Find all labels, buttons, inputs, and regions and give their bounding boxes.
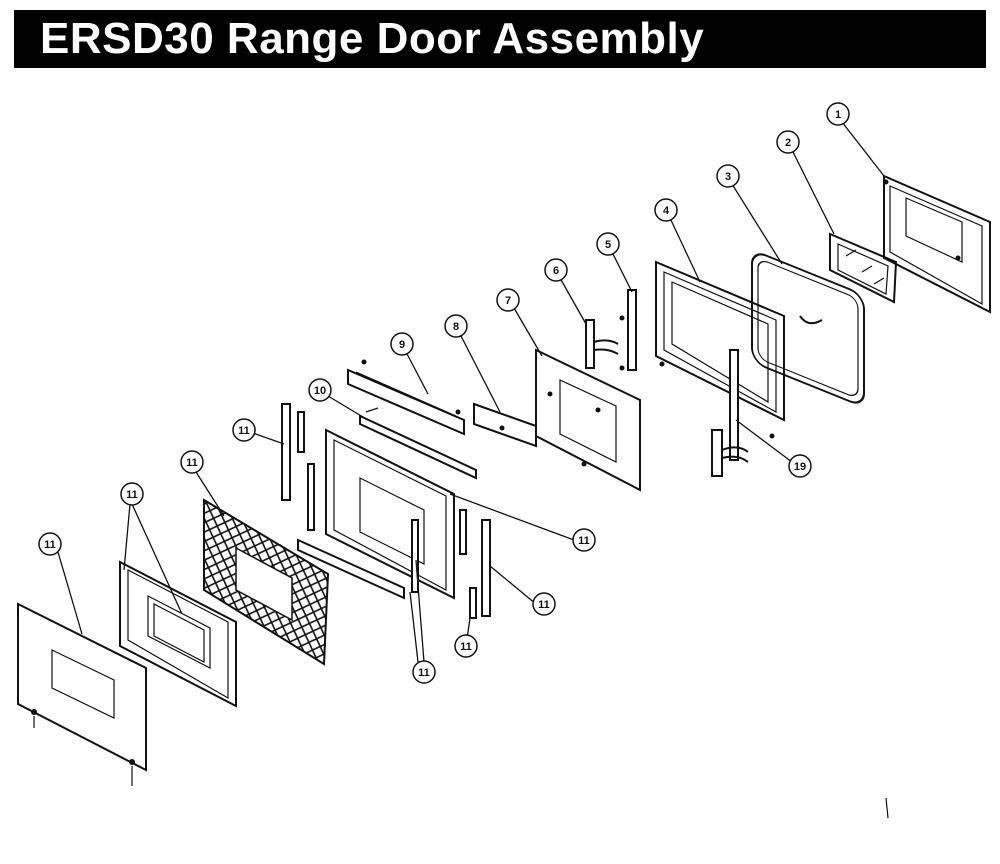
part-handle-rail-10 xyxy=(359,407,477,480)
svg-text:11: 11 xyxy=(460,641,472,653)
callout-6: 6 xyxy=(544,258,568,282)
callout-19: 19 xyxy=(788,454,812,478)
callout-11-d: 11 xyxy=(38,532,62,556)
svg-text:3: 3 xyxy=(725,171,731,183)
part-rear-door-frame xyxy=(883,174,991,314)
svg-text:11: 11 xyxy=(578,535,590,547)
svg-text:11: 11 xyxy=(418,667,430,679)
callout-7: 7 xyxy=(496,288,520,312)
svg-text:19: 19 xyxy=(794,461,806,473)
part-door-gasket xyxy=(751,253,865,404)
callout-1: 1 xyxy=(826,102,850,126)
callout-11-e: 11 xyxy=(572,528,596,552)
callout-2: 2 xyxy=(776,130,800,154)
svg-text:10: 10 xyxy=(314,385,326,397)
part-hinge-6 xyxy=(585,319,619,369)
svg-text:11: 11 xyxy=(186,457,198,469)
callout-9: 9 xyxy=(390,332,414,356)
part-outer-door-panel xyxy=(17,602,147,786)
svg-text:11: 11 xyxy=(126,489,138,501)
part-middle-glass-panel xyxy=(325,428,455,600)
svg-text:8: 8 xyxy=(453,321,459,333)
svg-text:11: 11 xyxy=(238,425,250,437)
part-window-frame-panel xyxy=(119,560,237,708)
svg-text:2: 2 xyxy=(785,137,791,149)
part-side-channel-5 xyxy=(619,289,637,371)
callout-11-b: 11 xyxy=(180,450,204,474)
callout-3: 3 xyxy=(716,164,740,188)
callout-4: 4 xyxy=(654,198,678,222)
callout-11-c: 11 xyxy=(120,482,144,506)
svg-text:7: 7 xyxy=(505,295,511,307)
stray-mark xyxy=(885,797,889,819)
svg-text:1: 1 xyxy=(835,109,841,121)
part-trim-strips xyxy=(281,403,491,619)
callout-5: 5 xyxy=(596,232,620,256)
svg-text:11: 11 xyxy=(538,599,550,611)
callout-11-g: 11 xyxy=(454,634,478,658)
part-hinge-bracket-19 xyxy=(711,349,749,477)
part-inner-panel-7 xyxy=(535,348,641,492)
callout-8: 8 xyxy=(444,314,468,338)
part-insulation-mesh xyxy=(203,498,330,666)
diagram-title: ERSD30 Range Door Assembly xyxy=(40,14,705,63)
title-bar: ERSD30 Range Door Assembly xyxy=(14,10,986,68)
part-window-bracket xyxy=(829,232,898,304)
svg-text:5: 5 xyxy=(605,239,611,251)
callout-11-h: 11 xyxy=(412,660,436,684)
callout-11-f: 11 xyxy=(532,592,556,616)
part-top-channel-9 xyxy=(347,359,465,436)
part-plate-8 xyxy=(473,402,537,448)
callout-11-a: 11 xyxy=(232,418,256,442)
callout-10: 10 xyxy=(308,378,332,402)
svg-text:11: 11 xyxy=(44,539,56,551)
leader-lines xyxy=(57,121,885,663)
part-inner-door-liner xyxy=(655,260,785,439)
svg-text:4: 4 xyxy=(663,205,670,217)
svg-text:9: 9 xyxy=(399,339,405,351)
svg-text:6: 6 xyxy=(553,265,559,277)
